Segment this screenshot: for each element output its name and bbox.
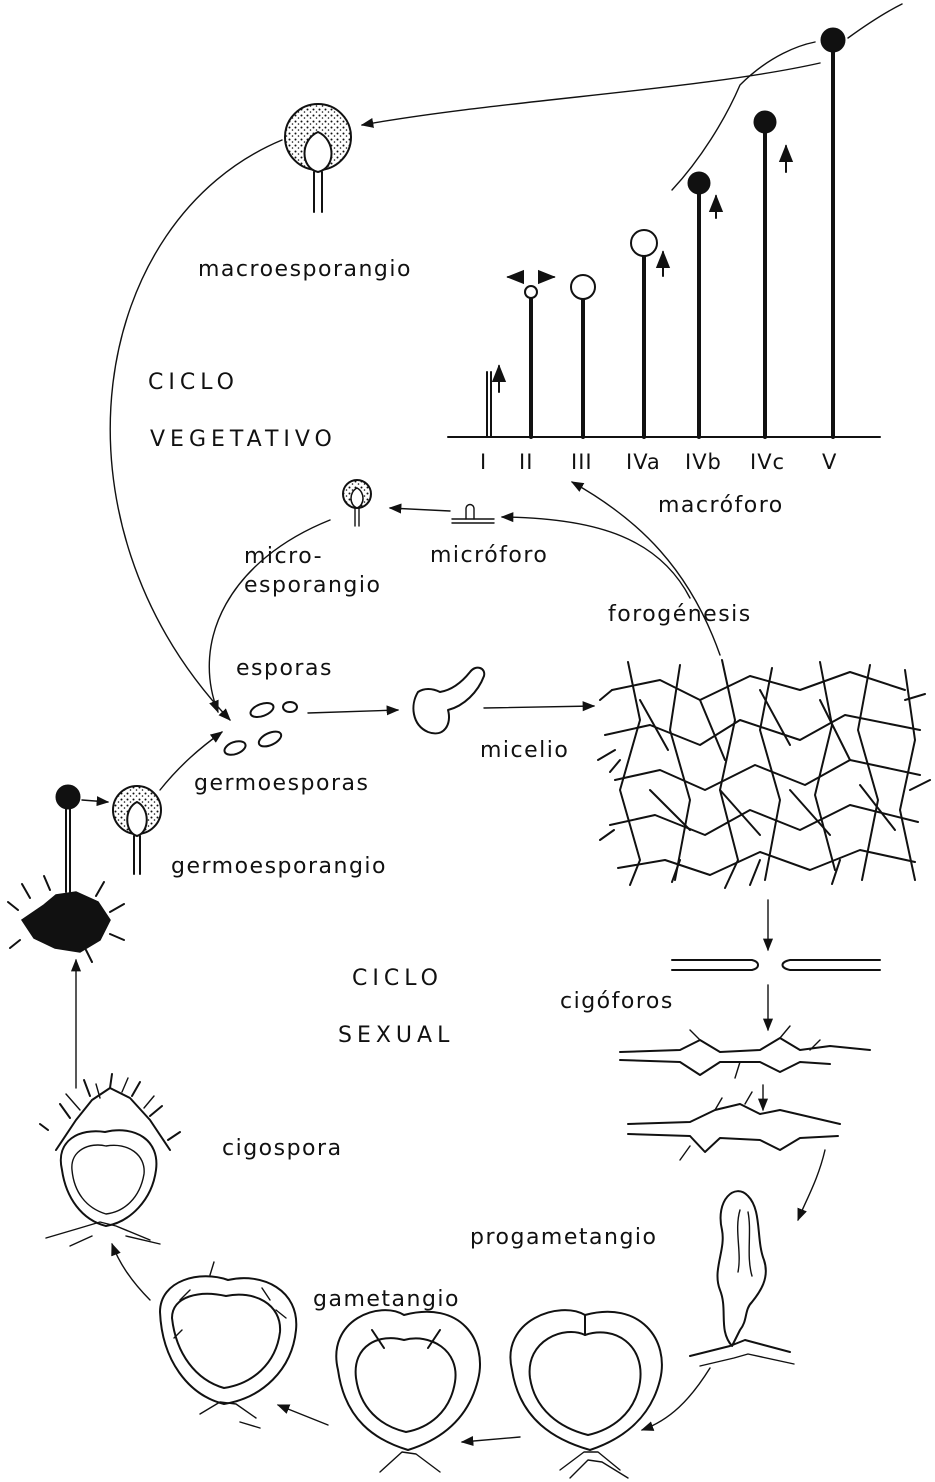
- microesporangio-drawing: [343, 480, 371, 526]
- micelio-network: [598, 660, 930, 888]
- label-micelio: micelio: [480, 738, 569, 763]
- macroforo-stages: [448, 4, 902, 437]
- stage-label-II: II: [519, 450, 533, 474]
- stage-label-I: I: [480, 450, 487, 474]
- spore-germination-drawing: [413, 668, 484, 734]
- label-germoesporas: germoesporas: [194, 771, 369, 796]
- arrow-microforo-to-microesporangio: [390, 508, 450, 511]
- arrow-gametangio-middle-to-left: [278, 1405, 328, 1425]
- label-micro-esporangio-2: esporangio: [244, 573, 381, 598]
- stage-labels: I II III IVa IVb IVc V: [480, 450, 837, 474]
- label-forogenesis: forogénesis: [608, 602, 752, 627]
- arrow-gametangio-to-cigospora: [112, 1244, 150, 1300]
- label-esporas: esporas: [236, 656, 333, 681]
- label-gametangio: gametangio: [313, 1287, 460, 1312]
- progametangio-drawing: [690, 1191, 794, 1366]
- gametangio-drawing-right: [510, 1310, 661, 1478]
- label-macroforo: macróforo: [658, 493, 784, 518]
- stage-label-III: III: [571, 450, 593, 474]
- stage-label-IVa: IVa: [626, 450, 661, 474]
- label-progametangio: progametangio: [470, 1225, 658, 1250]
- label-microforo: micróforo: [430, 543, 548, 568]
- arrow-to-macroesporangio: [362, 63, 820, 125]
- esporas-drawing: [223, 700, 297, 757]
- stage-label-IVc: IVc: [750, 450, 785, 474]
- microforo-drawing: [452, 505, 494, 524]
- macroesporangio-drawing: [285, 104, 351, 212]
- gametangio-drawing-middle: [336, 1310, 480, 1472]
- label-micro-esporangio-1: micro-: [244, 544, 323, 569]
- label-cigoforos: cigóforos: [560, 989, 674, 1014]
- maturation-envelope-curve: [672, 42, 815, 190]
- arrow-gametangio-right-to-middle: [462, 1437, 520, 1442]
- stage-label-IVb: IVb: [685, 450, 722, 474]
- label-germoesporangio: germoesporangio: [171, 854, 387, 879]
- label-ciclo-sexual-1: CICLO: [352, 966, 443, 991]
- cigospora-drawing: [40, 1074, 180, 1246]
- arrow-to-progametangio: [798, 1150, 825, 1220]
- label-ciclo-sexual-2: SEXUAL: [338, 1023, 454, 1048]
- arrow-to-germoesporangio: [82, 800, 108, 802]
- germoesporangio-drawing: [113, 786, 161, 874]
- label-macroesporangio: macroesporangio: [198, 257, 412, 282]
- gametangio-drawing-left: [160, 1262, 296, 1428]
- arrow-to-micelio: [484, 706, 594, 708]
- label-ciclo-vegetativo-2: VEGETATIVO: [150, 427, 337, 452]
- germinated-cigospora-drawing: [8, 785, 124, 962]
- arrow-esporas-to-germinacion: [308, 710, 398, 713]
- label-cigospora: cigospora: [222, 1136, 343, 1161]
- label-ciclo-vegetativo-1: CICLO: [148, 370, 239, 395]
- stage-label-V: V: [822, 450, 837, 474]
